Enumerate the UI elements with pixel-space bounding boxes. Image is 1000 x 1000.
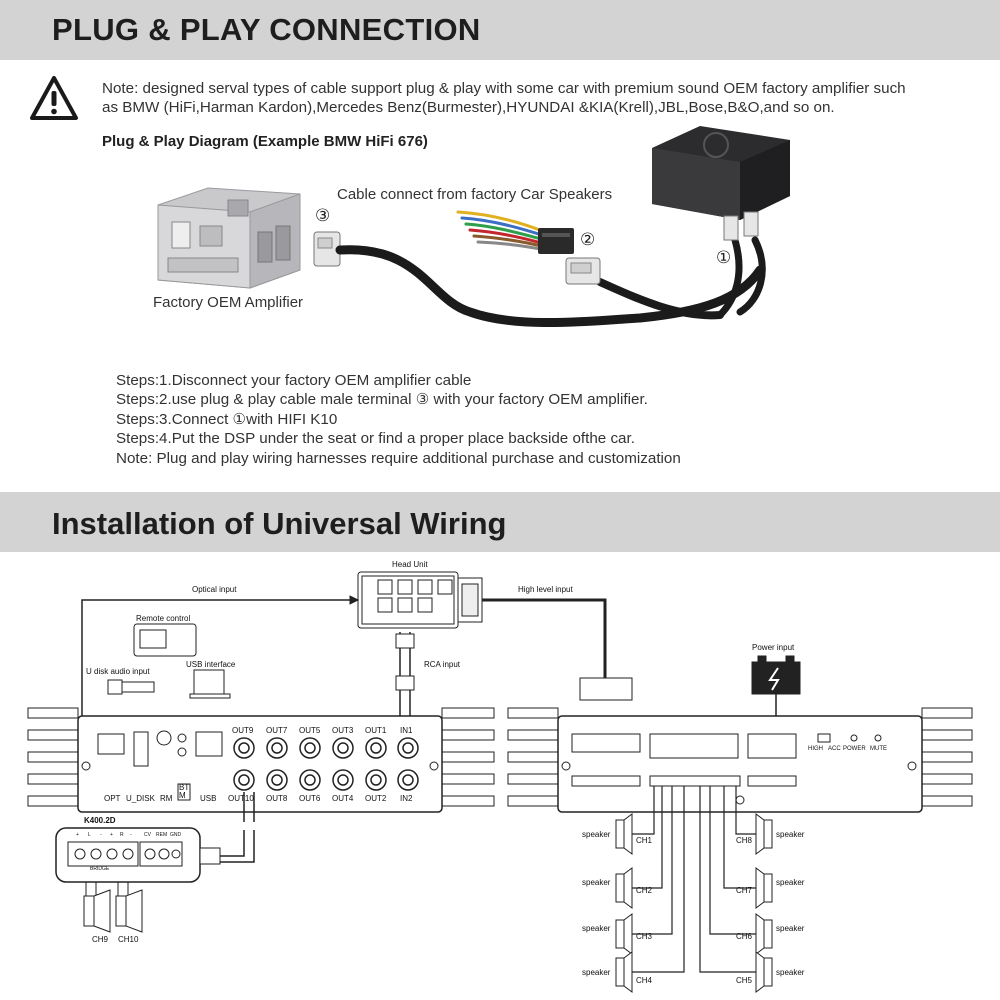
k400-term-1: + [76, 832, 79, 838]
remote-control-label: Remote control [136, 614, 191, 623]
usb-interface-label: USB interface [186, 660, 236, 669]
ch10-label: CH10 [118, 935, 139, 944]
k400-amp [55, 827, 221, 883]
ch5-label: CH5 [736, 976, 753, 985]
speaker-label-2: speaker [582, 878, 611, 887]
u-disk-label: U_DISK [126, 794, 155, 803]
step-note: Note: Plug and play wiring harnesses req… [116, 449, 681, 467]
step-1: Steps:1.Disconnect your factory OEM ampl… [116, 372, 472, 389]
connector-3-image [313, 231, 341, 267]
section-title-plug-play: PLUG & PLAY CONNECTION [52, 12, 481, 47]
note-line-1: Note: designed serval types of cable sup… [102, 80, 906, 97]
rca-jacks [233, 737, 419, 791]
out5-label: OUT5 [299, 726, 321, 735]
speaker-label-3: speaker [582, 924, 611, 933]
power-label: POWER [843, 746, 866, 752]
rca-input-label: RCA input [424, 660, 461, 669]
k400-label: K400.2D [84, 816, 116, 825]
wire-plug-image [538, 228, 574, 254]
marker-2: ② [580, 230, 596, 249]
compatibility-note: Note: designed serval types of cable sup… [102, 79, 972, 117]
dsp-unit-right [507, 707, 973, 813]
high-label: HIGH [808, 746, 823, 752]
mute-label: MUTE [870, 746, 887, 752]
plug-play-diagram [157, 126, 790, 328]
out10-label: OUT10 [228, 794, 254, 803]
speaker-label-8: speaker [776, 968, 805, 977]
steps-list: Steps:1.Disconnect your factory OEM ampl… [116, 371, 681, 468]
channel-wires [632, 786, 756, 973]
k400-term-4: + [110, 832, 113, 838]
speaker-label-6: speaker [776, 878, 805, 887]
ch8-label: CH8 [736, 836, 753, 845]
out7-label: OUT7 [266, 726, 288, 735]
high-level-input-label: High level input [518, 585, 573, 594]
k400-term-rem: REM [156, 832, 168, 838]
section-header-band-2 [0, 492, 1000, 552]
factory-oem-amplifier-image [157, 187, 301, 289]
btm-label: BT M [179, 783, 190, 800]
ch2-label: CH2 [636, 886, 653, 895]
braided-cable [335, 245, 765, 328]
dsp-unit-left [27, 707, 495, 813]
speaker-label-7: speaker [776, 924, 805, 933]
k400-term-cv: CV [144, 832, 151, 838]
section-title-installation: Installation of Universal Wiring [52, 506, 507, 541]
speaker-label-1: speaker [582, 830, 611, 839]
step-4: Steps:4.Put the DSP under the seat or fi… [116, 430, 635, 448]
k400-term-3: - [100, 832, 102, 838]
cable-label: Cable connect from factory Car Speakers [337, 186, 613, 203]
step-3: Steps:3.Connect ①with HIFI K10 [116, 410, 338, 428]
out9-label: OUT9 [232, 726, 254, 735]
battery-icon [751, 655, 801, 695]
section-header-band: PLUG & PLAY CONNECTION [0, 0, 1000, 60]
step-2: Steps:2.use plug & play cable male termi… [116, 391, 648, 409]
ch3-label: CH3 [636, 932, 653, 941]
usb-label: USB [200, 794, 217, 803]
in1-label: IN1 [400, 726, 413, 735]
out4-label: OUT4 [332, 794, 354, 803]
optical-input-label: Optical input [192, 585, 237, 594]
rm-label: RM [160, 794, 173, 803]
k400-term-5: R [120, 832, 124, 838]
k400-term-2: L [88, 832, 91, 838]
power-input-label: Power input [752, 643, 795, 652]
ch1-label: CH1 [636, 836, 653, 845]
warning-icon [30, 76, 78, 120]
k400-bridge-label: BRIDGE [90, 866, 110, 872]
dsp-amplifier-image [652, 126, 790, 241]
note-line-2: as BMW (HiFi,Harman Kardon),Mercedes Ben… [102, 99, 835, 116]
acc-label: ACC [828, 746, 841, 752]
ch9-label: CH9 [92, 935, 109, 944]
opt-label: OPT [104, 794, 121, 803]
out8-label: OUT8 [266, 794, 288, 803]
ch4-label: CH4 [636, 976, 653, 985]
out1-label: OUT1 [365, 726, 387, 735]
head-unit-label: Head Unit [392, 560, 428, 569]
ch7-label: CH7 [736, 886, 753, 895]
out2-label: OUT2 [365, 794, 387, 803]
k400-term-6: - [130, 832, 132, 838]
speaker-label-5: speaker [776, 830, 805, 839]
k400-term-gnd: GND [170, 832, 182, 838]
amp-label: Factory OEM Amplifier [153, 294, 304, 311]
diagram-title: Plug & Play Diagram (Example BMW HiFi 67… [102, 133, 428, 150]
connector-2-image [565, 257, 601, 285]
out6-label: OUT6 [299, 794, 321, 803]
marker-1: ① [716, 248, 732, 267]
speakers-left [615, 813, 633, 993]
head-unit-image [357, 571, 483, 629]
speaker-label-4: speaker [582, 968, 611, 977]
ch6-label: CH6 [736, 932, 753, 941]
out3-label: OUT3 [332, 726, 354, 735]
in2-label: IN2 [400, 794, 413, 803]
u-disk-audio-label: U disk audio input [86, 667, 150, 676]
marker-3: ③ [315, 206, 331, 225]
speakers-right [755, 813, 773, 993]
sub-speakers [83, 882, 143, 933]
